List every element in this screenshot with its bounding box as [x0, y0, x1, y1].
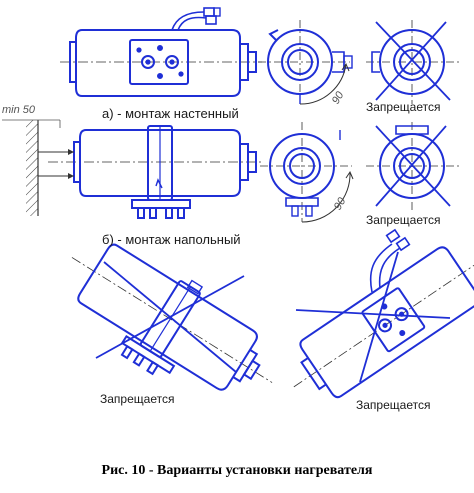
end-view-allowed-top — [258, 20, 353, 104]
cross-tilted-left — [95, 261, 245, 373]
heater-wall-mount — [60, 7, 262, 97]
label-wall-mount: а) - монтаж настенный — [102, 106, 239, 121]
angle-arc-top — [299, 62, 350, 105]
label-floor-mount: б) - монтаж напольный — [102, 232, 241, 247]
cross-tilted-right — [295, 251, 451, 383]
figure-caption: Рис. 10 - Варианты установки нагревателя — [101, 463, 373, 478]
end-view-allowed-bottom — [260, 122, 352, 222]
label-forbidden-1: Запрещается — [366, 100, 441, 114]
heater-tilted-right-forbidden — [293, 246, 474, 399]
label-min-clearance: min 50 — [2, 104, 36, 116]
angle-arc-bottom — [301, 170, 354, 223]
label-forbidden-2: Запрещается — [366, 213, 441, 227]
label-forbidden-3: Запрещается — [100, 392, 175, 406]
end-view-forbidden-bottom — [366, 122, 462, 210]
heater-floor-mount — [48, 125, 262, 219]
label-forbidden-4: Запрещается — [356, 398, 431, 412]
heater-tilted-left-forbidden — [71, 243, 273, 391]
wall-hatch — [2, 119, 74, 216]
end-view-forbidden-top — [366, 20, 462, 104]
tilted-right-cables — [369, 228, 411, 293]
